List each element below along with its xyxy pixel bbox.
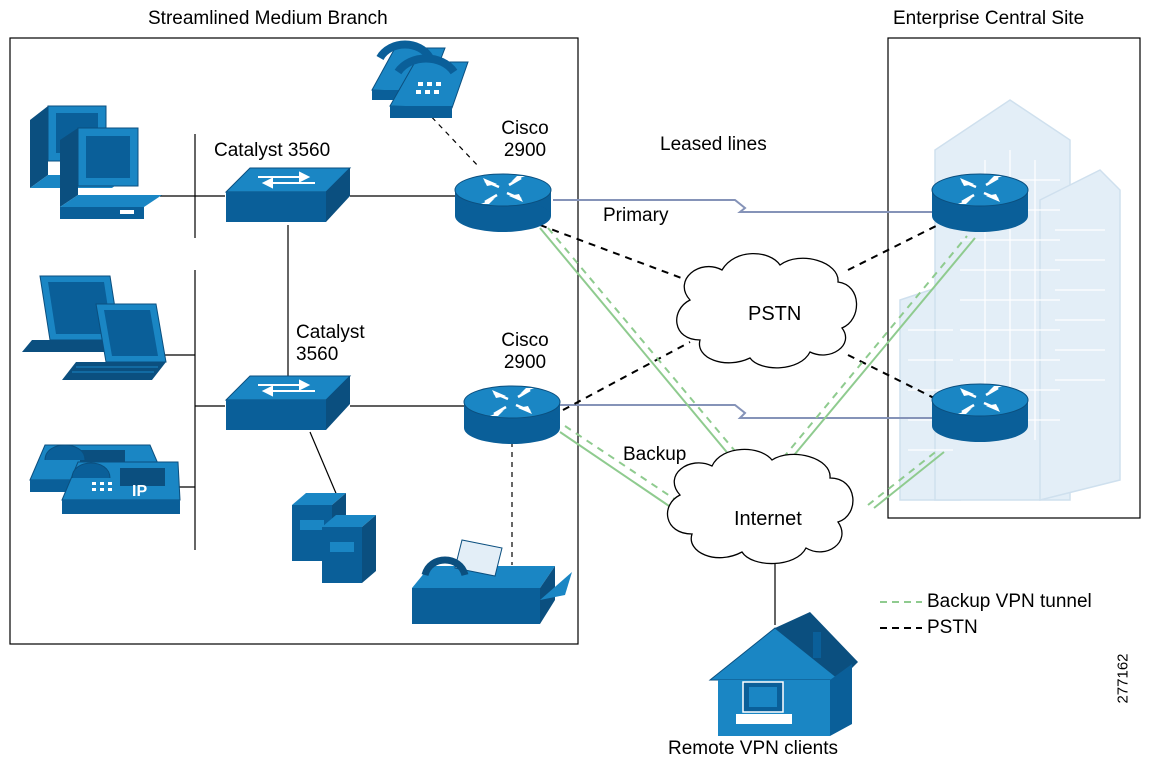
central-site-title: Enterprise Central Site [893,8,1085,29]
backup-label: Backup [623,444,687,465]
leased-lines [553,199,935,419]
switch-bottom-label: Catalyst 3560 [296,322,365,365]
phone-icon [371,40,469,118]
switch-icon [225,167,351,223]
pstn-cloud-label: PSTN [748,303,802,325]
server-icon [292,493,376,583]
router-icon [930,382,1030,444]
router-icon [453,172,553,234]
pstn-cloud-icon [676,253,858,369]
internet-cloud-label: Internet [734,508,802,530]
house-icon [708,612,858,736]
fax-icon [412,539,572,624]
vpn-tunnels [539,227,976,509]
central-site-boundary [887,37,1141,519]
ip-phone-icon: IP [29,444,181,514]
figure-id: 277162 [1114,653,1132,704]
internet-cloud-icon [666,448,854,565]
primary-label: Primary [603,205,669,226]
pstn-links [539,224,939,411]
legend-pstn-label: PSTN [927,617,978,638]
lan-links [160,134,776,625]
laptop-icon [22,275,167,380]
leased-lines-label: Leased lines [660,134,767,155]
branch-title: Streamlined Medium Branch [148,8,388,29]
router-icon [930,172,1030,234]
legend-vpn-label: Backup VPN tunnel [927,591,1092,612]
switch-icon [225,375,351,431]
pc-icon [30,105,162,219]
ip-badge: IP [132,483,147,500]
router-top-label: Cisco 2900 [501,118,549,161]
building-icon [899,99,1121,501]
router-icon [462,384,562,446]
router-bottom-label: Cisco 2900 [501,330,549,373]
remote-clients-label: Remote VPN clients [668,738,839,759]
switch-top-label: Catalyst 3560 [214,140,331,161]
branch-boundary [9,37,579,645]
